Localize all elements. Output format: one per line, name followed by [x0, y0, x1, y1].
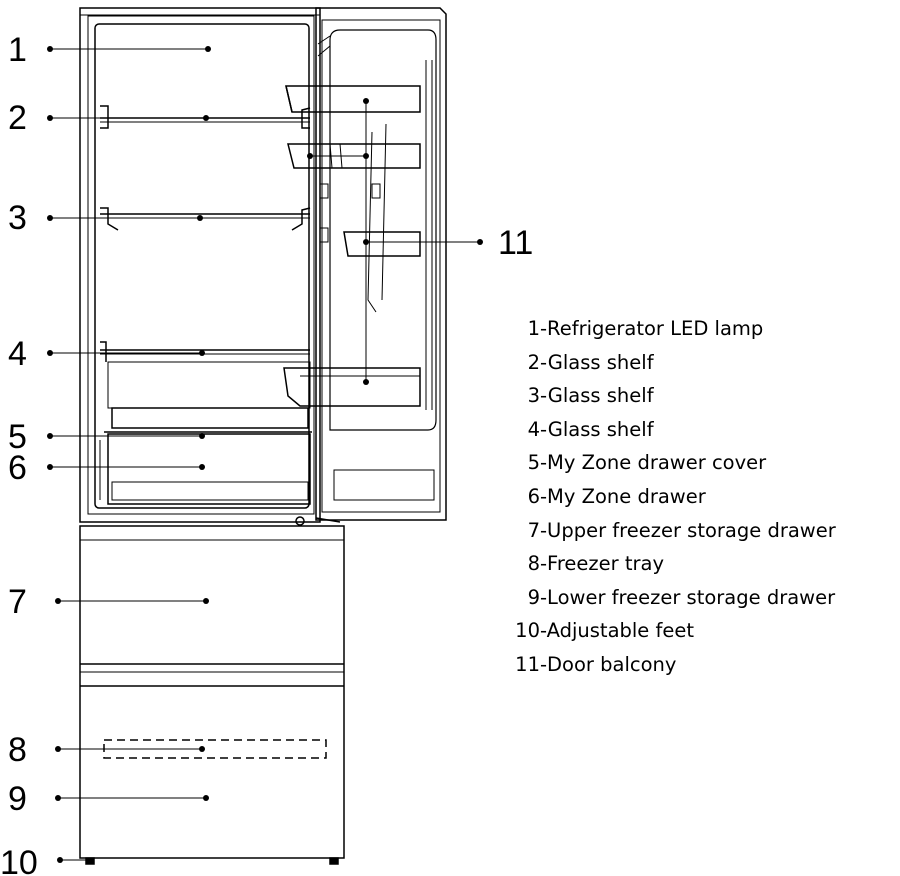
legend-item: 7-Upper freezer storage drawer — [527, 518, 836, 542]
fridge-cabinet — [79, 7, 321, 523]
parts-legend: 1-Refrigerator LED lamp 2-Glass shelf 3-… — [510, 312, 836, 682]
callout-3: 3 — [8, 199, 27, 237]
door-balcony-1 — [285, 85, 421, 113]
callout-4: 4 — [8, 335, 27, 373]
adjustable-feet — [85, 857, 339, 865]
door-balcony-3 — [343, 231, 421, 257]
legend-item: 8-Freezer tray — [527, 552, 665, 576]
door-balcony-4 — [283, 367, 421, 407]
callout-6: 6 — [8, 449, 27, 487]
legend-item: 11-Door balcony — [515, 652, 677, 676]
callout-10: 10 — [0, 844, 38, 876]
leader-dots — [47, 46, 483, 863]
callout-11: 11 — [498, 224, 533, 262]
legend-item: 3-Glass shelf — [527, 384, 654, 408]
callout-2: 2 — [8, 99, 27, 137]
freezer-cabinet — [79, 525, 345, 859]
callout-7: 7 — [8, 583, 27, 621]
glass-shelf-4 — [100, 341, 310, 362]
glass-shelf-3 — [100, 207, 311, 231]
callout-1: 1 — [8, 31, 27, 69]
legend-item: 4-Glass shelf — [527, 417, 654, 441]
legend-item: 9-Lower freezer storage drawer — [527, 585, 836, 609]
fridge-door — [295, 7, 447, 526]
door-rail — [319, 123, 387, 313]
legend-item: 5-My Zone drawer cover — [527, 451, 767, 475]
leader-lines — [50, 48, 480, 861]
callout-numbers: 1 2 3 4 5 6 7 8 9 10 11 — [0, 31, 533, 876]
callout-8: 8 — [8, 731, 27, 769]
my-zone-drawer — [99, 361, 312, 505]
legend-item: 10-Adjustable feet — [515, 619, 695, 643]
callout-5: 5 — [8, 418, 27, 456]
legend-item: 2-Glass shelf — [527, 350, 654, 374]
legend-item: 6-My Zone drawer — [527, 484, 706, 508]
legend-item: 1-Refrigerator LED lamp — [527, 317, 764, 340]
callout-9: 9 — [8, 780, 27, 818]
